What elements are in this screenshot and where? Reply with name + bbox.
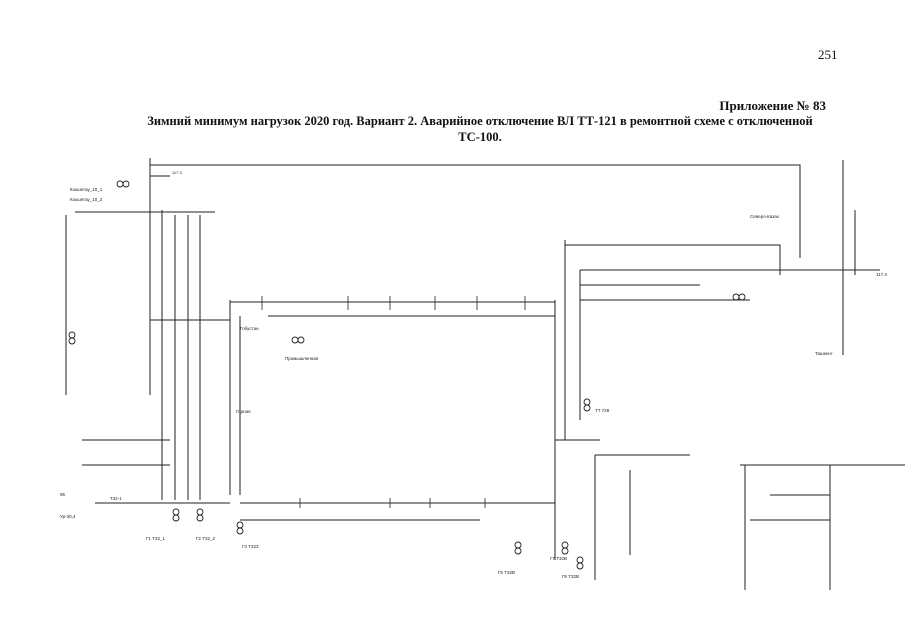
transformer-1b xyxy=(172,514,180,522)
label-t8: Г8 Т32В xyxy=(562,574,579,579)
transformer-right-a xyxy=(732,293,740,301)
page-number: 251 xyxy=(818,47,838,62)
title-line-1: Зимний минимум нагрузок 2020 год. Вариан… xyxy=(147,114,813,128)
document-title: Зимний минимум нагрузок 2020 год. Вариан… xyxy=(100,113,860,145)
transformer-8a xyxy=(576,556,584,564)
transformer-3a xyxy=(236,521,244,529)
transformer-tt xyxy=(583,398,591,406)
transformer-left-b xyxy=(68,337,76,345)
line-top-main xyxy=(150,164,801,258)
label-mid: Гобустан xyxy=(240,326,259,331)
transformer-left-a xyxy=(68,331,76,339)
label-left-1: Кокшетау_10_1 xyxy=(70,187,103,192)
label-t3: Г3 Т323 xyxy=(242,544,259,549)
transformer-top-a xyxy=(116,180,124,188)
label-t7: Г7 Т32В xyxy=(550,556,567,561)
label-top-117: 117.3 xyxy=(172,170,182,175)
transformer-3b xyxy=(236,527,244,535)
transformer-8b xyxy=(576,562,584,570)
transformer-5a xyxy=(514,541,522,549)
label-bottom-t32: Т32-1 xyxy=(110,496,122,501)
label-95: 95 xyxy=(60,492,66,497)
label-right-1: Северо-Казах xyxy=(750,214,780,219)
label-sw: Горная xyxy=(236,409,251,414)
transformer-top-b xyxy=(122,180,130,188)
label-far: 117.3 xyxy=(876,272,887,277)
label-left-2: Кокшетау_10_2 xyxy=(70,197,103,202)
transformer-right-b xyxy=(738,293,746,301)
transformer-5b xyxy=(514,547,522,555)
transformer-7a xyxy=(561,541,569,549)
appendix-label: Приложение № 83 xyxy=(719,98,826,113)
label-t5: Г5 Т32В xyxy=(498,570,515,575)
title-line-2: ТС-100. xyxy=(458,130,502,144)
transformer-2b xyxy=(196,514,204,522)
label-t1: Г1 Т32_1 xyxy=(146,536,165,541)
transformer-mid-a xyxy=(291,336,299,344)
label-t2: Г2 Т32_2 xyxy=(196,536,215,541)
transformer-1a xyxy=(172,508,180,516)
label-right-2: Ташкент xyxy=(815,351,833,356)
label-tt: ТТ 728 xyxy=(595,408,610,413)
transformer-7b xyxy=(561,547,569,555)
transformer-2a xyxy=(196,508,204,516)
line-upper-right xyxy=(565,244,781,275)
transformer-tt-b xyxy=(583,404,591,412)
label-fp: Промышленная xyxy=(285,356,319,361)
transformer-mid-b xyxy=(297,336,305,344)
label-ug: Ур-30,4 xyxy=(60,514,76,519)
